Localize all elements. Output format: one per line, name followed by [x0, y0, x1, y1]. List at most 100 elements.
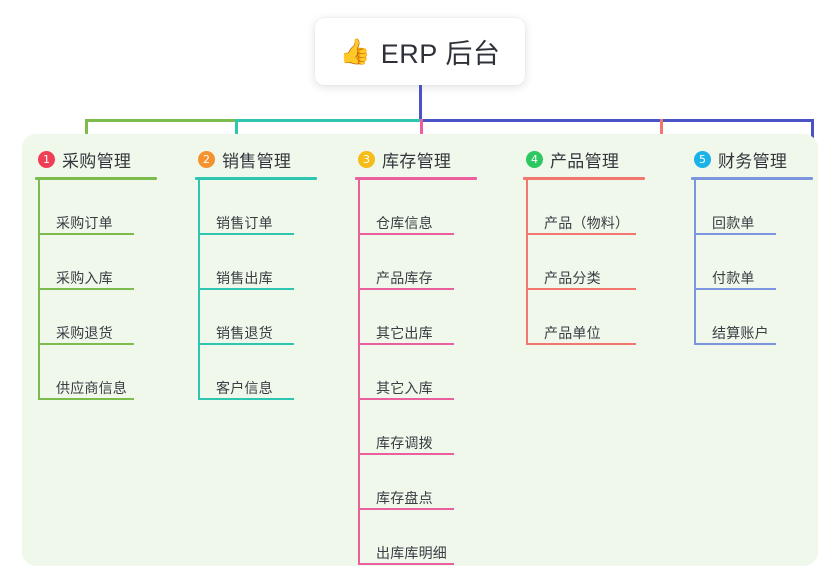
branch-number-badge: 3 — [358, 150, 375, 168]
menu-item[interactable]: 产品（物料） — [526, 180, 660, 235]
menu-item-label: 客户信息 — [216, 380, 273, 396]
branch-drop-connector-2 — [235, 119, 238, 145]
branch-number-badge: 2 — [198, 150, 215, 168]
diagram-board — [22, 134, 818, 566]
branch-trunk-line — [694, 180, 696, 345]
thumbs-up-icon: 👍 — [339, 38, 371, 66]
menu-item-rule — [198, 233, 294, 235]
menu-item-label: 供应商信息 — [56, 380, 127, 396]
branch-drop-connector-3 — [420, 119, 423, 145]
menu-item[interactable]: 其它入库 — [358, 345, 492, 400]
branch-title: 销售管理 — [222, 151, 292, 171]
menu-item[interactable]: 库存调拨 — [358, 400, 492, 455]
menu-item[interactable]: 销售订单 — [198, 180, 332, 235]
menu-item-label: 产品分类 — [544, 270, 601, 286]
branch-header-4[interactable]: 4 产品管理 — [510, 146, 660, 172]
menu-item-label: 采购退货 — [56, 325, 113, 341]
menu-item[interactable]: 产品分类 — [526, 235, 660, 290]
menu-item[interactable]: 结算账户 — [694, 290, 818, 345]
branch-header-1[interactable]: 1 采购管理 — [22, 146, 172, 172]
branch-tree: 采购订单采购入库采购退货供应商信息 — [38, 180, 172, 400]
branch-number-badge: 5 — [694, 150, 711, 168]
branch-column-2: 2 销售管理销售订单销售出库销售退货客户信息 — [182, 146, 332, 400]
bus-connector-segment-3 — [420, 119, 660, 122]
branch-header-5[interactable]: 5 财务管理 — [678, 146, 818, 172]
menu-item[interactable]: 出库库明细 — [358, 510, 492, 565]
menu-item-rule — [38, 233, 134, 235]
menu-item-rule — [694, 288, 776, 290]
branch-drop-connector-1 — [85, 119, 88, 145]
branch-number-badge: 1 — [38, 150, 55, 168]
branch-header-rule — [195, 177, 317, 180]
menu-item-label: 其它入库 — [376, 380, 433, 396]
menu-item-label: 出库库明细 — [376, 545, 447, 561]
menu-item-rule — [358, 508, 454, 510]
menu-item-rule — [358, 563, 454, 565]
menu-item[interactable]: 库存盘点 — [358, 455, 492, 510]
menu-item-rule — [38, 288, 134, 290]
menu-item-rule — [198, 288, 294, 290]
branch-tree: 销售订单销售出库销售退货客户信息 — [198, 180, 332, 400]
branch-tree: 产品（物料） 产品分类产品单位 — [526, 180, 660, 345]
branch-title: 库存管理 — [382, 151, 452, 171]
branch-header-rule — [355, 177, 477, 180]
branch-drop-connector-5 — [811, 119, 814, 145]
menu-item[interactable]: 销售出库 — [198, 235, 332, 290]
branch-number-badge: 4 — [526, 150, 543, 168]
branch-trunk-line — [38, 180, 40, 400]
branch-header-rule — [35, 177, 157, 180]
menu-item-label: 产品库存 — [376, 270, 433, 286]
menu-item-label: 产品（物料） — [544, 215, 630, 231]
bus-connector-segment-4 — [660, 119, 813, 122]
branch-title: 财务管理 — [718, 151, 788, 171]
menu-item-rule — [526, 233, 636, 235]
branch-column-3: 3 库存管理仓库信息产品库存其它出库其它入库库存调拨库存盘点出库库明细 — [342, 146, 492, 565]
branch-trunk-line — [526, 180, 528, 345]
branch-header-3[interactable]: 3 库存管理 — [342, 146, 492, 172]
branch-column-5: 5 财务管理回款单付款单结算账户 — [678, 146, 818, 345]
menu-item-rule — [358, 288, 454, 290]
branch-column-1: 1 采购管理采购订单采购入库采购退货供应商信息 — [22, 146, 172, 400]
branch-title: 产品管理 — [550, 151, 620, 171]
menu-item[interactable]: 采购订单 — [38, 180, 172, 235]
menu-item[interactable]: 供应商信息 — [38, 345, 172, 400]
menu-item[interactable]: 客户信息 — [198, 345, 332, 400]
menu-item[interactable]: 采购退货 — [38, 290, 172, 345]
menu-item-rule — [198, 398, 294, 400]
menu-item-label: 销售订单 — [216, 215, 273, 231]
branch-drop-connector-4 — [660, 119, 663, 145]
menu-item[interactable]: 采购入库 — [38, 235, 172, 290]
menu-item-rule — [198, 343, 294, 345]
branch-tree: 仓库信息产品库存其它出库其它入库库存调拨库存盘点出库库明细 — [358, 180, 492, 565]
menu-item-label: 付款单 — [712, 270, 755, 286]
bus-connector-segment-2 — [235, 119, 420, 122]
branch-title: 采购管理 — [62, 151, 132, 171]
root-title-card[interactable]: 👍 ERP 后台 — [315, 18, 525, 85]
menu-item-label: 仓库信息 — [376, 215, 433, 231]
menu-item-rule — [526, 343, 636, 345]
branch-trunk-line — [198, 180, 200, 400]
menu-item[interactable]: 销售退货 — [198, 290, 332, 345]
menu-item[interactable]: 产品单位 — [526, 290, 660, 345]
menu-item[interactable]: 付款单 — [694, 235, 818, 290]
menu-item-label: 采购订单 — [56, 215, 113, 231]
menu-item-rule — [358, 233, 454, 235]
branch-header-rule — [691, 177, 813, 180]
branch-header-2[interactable]: 2 销售管理 — [182, 146, 332, 172]
menu-item[interactable]: 其它出库 — [358, 290, 492, 345]
menu-item-rule — [358, 398, 454, 400]
page-title: ERP 后台 — [380, 39, 501, 69]
root-stem-connector — [419, 85, 422, 121]
menu-item[interactable]: 产品库存 — [358, 235, 492, 290]
menu-item-label: 销售出库 — [216, 270, 273, 286]
menu-item-label: 结算账户 — [712, 325, 769, 341]
menu-item-rule — [694, 343, 776, 345]
menu-item[interactable]: 回款单 — [694, 180, 818, 235]
menu-item-label: 采购入库 — [56, 270, 113, 286]
menu-item-label: 库存盘点 — [376, 490, 433, 506]
branch-header-rule — [523, 177, 645, 180]
menu-item-label: 回款单 — [712, 215, 755, 231]
menu-item-rule — [358, 343, 454, 345]
menu-item-label: 销售退货 — [216, 325, 273, 341]
menu-item[interactable]: 仓库信息 — [358, 180, 492, 235]
